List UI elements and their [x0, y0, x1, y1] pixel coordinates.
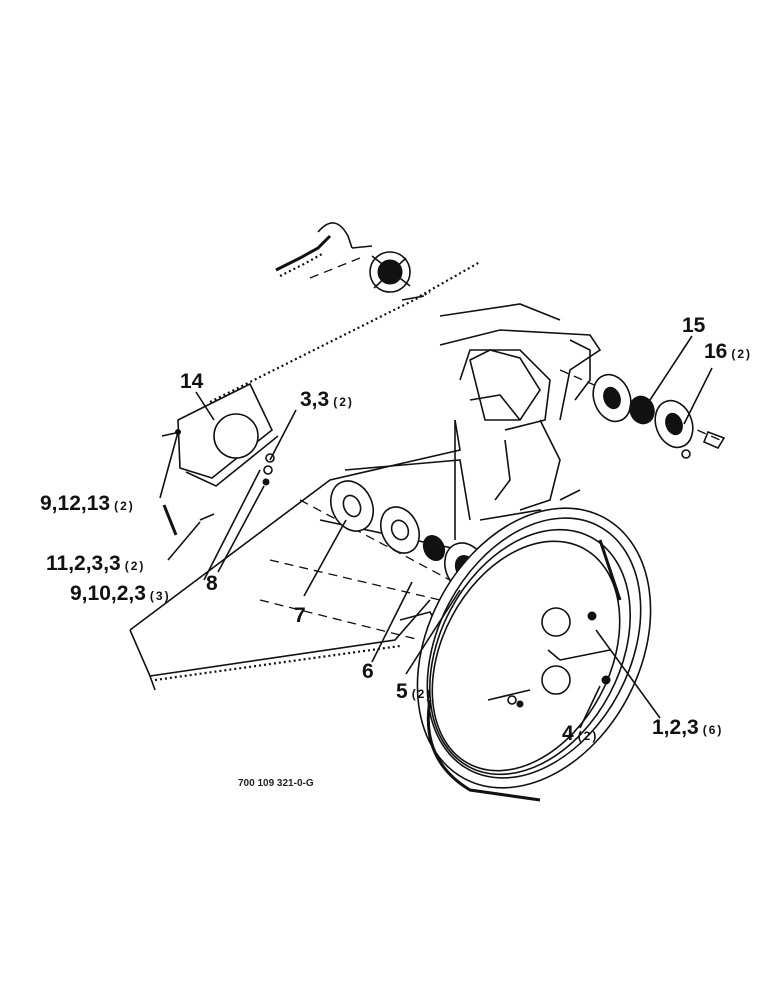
callout-9-10-2-3-3: 9,10,2,3(3) — [70, 582, 171, 605]
right-bearing-assembly — [559, 369, 726, 459]
callout-labels: 14 3,3(2) 9,12,13(2) 11,2,3,3(2) 9,10,2,… — [40, 314, 752, 789]
callout-15: 15 — [682, 314, 706, 337]
pulley-wheel — [416, 507, 652, 802]
callout-8: 8 — [206, 572, 218, 595]
leader-lines — [159, 335, 713, 729]
callout-14: 14 — [180, 370, 204, 393]
callout-4-2: 4(2) — [562, 722, 598, 745]
bearing-plate — [161, 382, 279, 536]
callout-6: 6 — [362, 660, 374, 683]
callout-5-2: 5(2) — [396, 680, 432, 703]
callout-1-2-3-6: 1,2,3(6) — [652, 716, 723, 739]
callout-16-2: 16(2) — [704, 340, 752, 363]
callout-9-12-13-2: 9,12,13(2) — [40, 492, 135, 515]
drive-chain-sprocket — [275, 222, 481, 301]
callout-3-3-2: 3,3(2) — [300, 388, 354, 411]
callout-11-2-3-3-2: 11,2,3,3(2) — [46, 552, 145, 575]
drawing-number: 700 109 321-0-G — [238, 778, 314, 789]
callout-7: 7 — [294, 604, 306, 627]
